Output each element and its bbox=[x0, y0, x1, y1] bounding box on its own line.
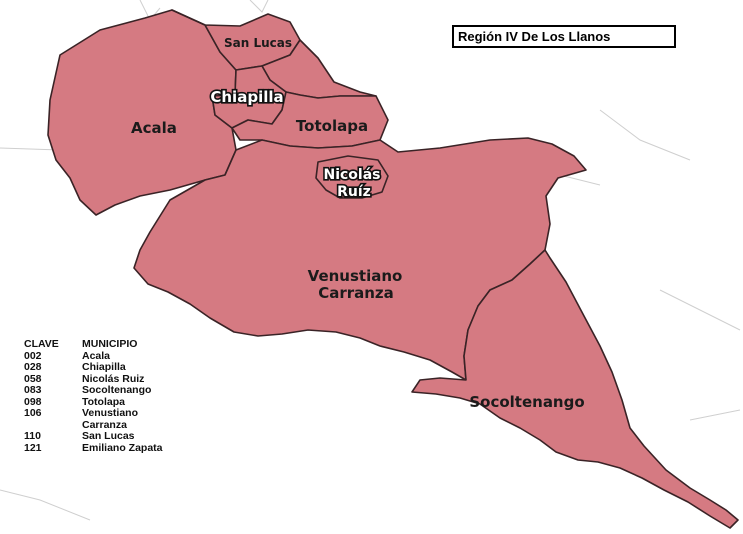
legend-row: 083 Socoltenango bbox=[24, 384, 163, 397]
municipality-legend: CLAVE MUNICIPIO 002 Acala 028 Chiapilla 058… bbox=[24, 338, 163, 455]
label-nicolas-ruiz-line1: Nicolás bbox=[323, 167, 380, 183]
legend-row: 028 Chiapilla bbox=[24, 361, 163, 374]
legend-row: 098 Totolapa bbox=[24, 395, 163, 409]
legend-row: 106 Venustiano bbox=[24, 407, 163, 420]
legend-clave: 106 bbox=[24, 407, 42, 419]
legend-row: 058 Nicolás Ruiz bbox=[24, 372, 163, 386]
legend-clave: 121 bbox=[24, 441, 42, 454]
legend-municipio: Carranza bbox=[82, 418, 127, 431]
label-venustiano-line2: Carranza bbox=[318, 284, 394, 302]
label-socoltenango: Socoltenango bbox=[469, 393, 584, 411]
legend-row: Carranza bbox=[24, 418, 163, 432]
legend-clave: 058 bbox=[24, 372, 42, 385]
legend-municipio: Acala bbox=[82, 349, 111, 362]
legend-clave: 002 bbox=[24, 349, 42, 362]
legend-header-clave: CLAVE bbox=[24, 338, 59, 350]
label-totolapa: Totolapa bbox=[296, 117, 368, 135]
label-chiapilla: Chiapilla bbox=[210, 88, 283, 106]
label-nicolas-ruiz-line2: Ruíz bbox=[337, 184, 371, 200]
region-title: Región IV De Los Llanos bbox=[452, 25, 676, 48]
legend-municipio: Venustiano bbox=[82, 407, 139, 419]
label-acala: Acala bbox=[131, 119, 177, 137]
legend-header-municipio: MUNICIPIO bbox=[82, 338, 138, 350]
legend-row: 002 Acala bbox=[24, 349, 163, 363]
legend-municipio: Totolapa bbox=[82, 395, 125, 408]
legend-municipio: Emiliano Zapata bbox=[82, 441, 163, 454]
legend-clave: 028 bbox=[24, 361, 42, 373]
legend-municipio: Socoltenango bbox=[82, 384, 152, 396]
legend-clave: 083 bbox=[24, 384, 42, 396]
legend-clave: 098 bbox=[24, 395, 42, 408]
municipality-nicolas-ruiz bbox=[315, 155, 389, 199]
legend-row: 110 San Lucas bbox=[24, 430, 163, 443]
legend-municipio: Chiapilla bbox=[82, 361, 126, 373]
municipality-socoltenango bbox=[411, 249, 739, 529]
legend-municipio: Nicolás Ruiz bbox=[82, 372, 145, 385]
legend-clave: 110 bbox=[24, 430, 41, 442]
label-venustiano-line1: Venustiano bbox=[308, 267, 403, 285]
label-san-lucas: San Lucas bbox=[224, 36, 292, 50]
legend-header: CLAVE MUNICIPIO bbox=[24, 338, 163, 351]
legend-row: 121 Emiliano Zapata bbox=[24, 441, 163, 455]
legend-municipio: San Lucas bbox=[82, 430, 135, 442]
